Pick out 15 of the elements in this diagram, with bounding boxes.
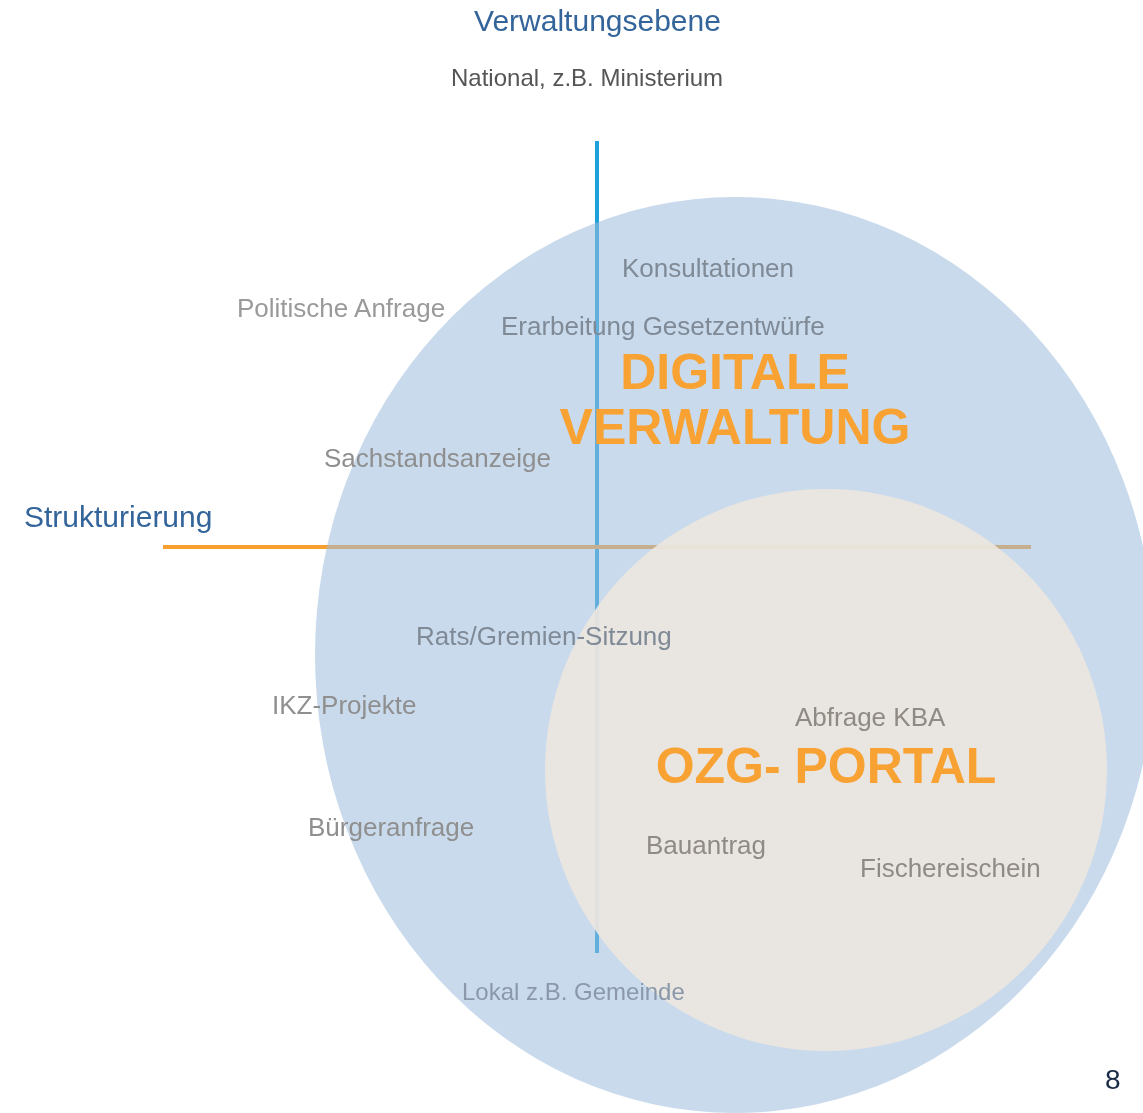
item-label: Politische Anfrage <box>237 293 446 324</box>
page-number: 8 <box>1105 1064 1121 1096</box>
axis-end-label: Lokal z.B. Gemeinde <box>462 978 685 1006</box>
item-label: Sachstandsanzeige <box>324 443 551 474</box>
axis-title: Strukturierung <box>24 500 213 534</box>
item-label: Fischereischein <box>860 853 1041 884</box>
item-label: Rats/Gremien-Sitzung <box>416 621 672 652</box>
axis-title: Verwaltungsebene <box>473 4 722 38</box>
item-label: Konsultationen <box>622 253 795 284</box>
item-label: Abfrage KBA <box>795 702 946 733</box>
item-label: Bürgeranfrage <box>308 812 475 843</box>
axis-end-label: National, z.B. Ministerium <box>451 64 724 92</box>
item-label: IKZ-Projekte <box>272 690 417 721</box>
region-title: OZG- PORTAL <box>654 739 998 794</box>
item-label: Bauantrag <box>646 830 766 861</box>
